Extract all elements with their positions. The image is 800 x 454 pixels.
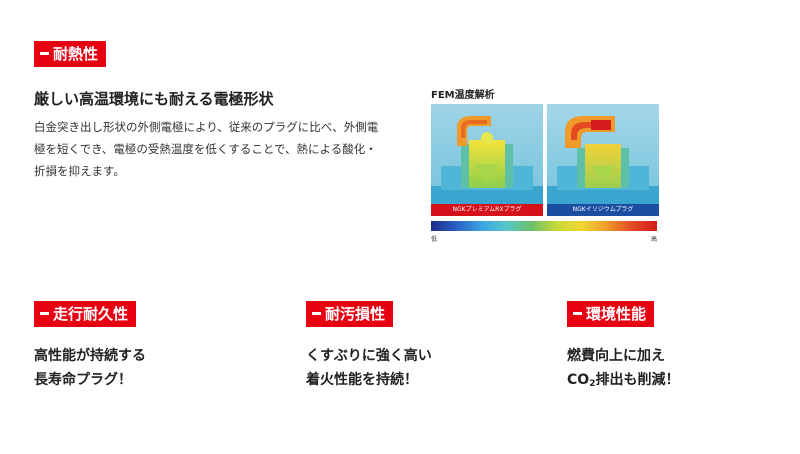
durability-badge-label: 走行耐久性 — [53, 305, 129, 323]
premium-rx-thermal-image — [431, 104, 543, 216]
iridium-thermal-image — [547, 104, 659, 216]
durability-line-1: 高性能が持続する — [34, 348, 146, 364]
heat-resistance-heading: 厳しい高温環境にも耐える電極形状 — [34, 90, 274, 108]
environmental-badge-label: 環境性能 — [586, 305, 647, 323]
fouling-resistance-line-1: くすぶりに強く高い — [306, 348, 432, 364]
fouling-resistance-line-2: 着火性能を持続！ — [306, 372, 418, 388]
fem-panel-iridium: NGKイリジウムプラグ — [547, 104, 659, 216]
environmental-text: 燃費向上に加え CO2排出も削減！ — [567, 344, 679, 396]
dash-icon — [40, 52, 49, 55]
fem-panel-iridium-label: NGKイリジウムプラグ — [547, 204, 659, 216]
fem-panel-premium-rx: NGKプレミアムRXプラグ — [431, 104, 543, 216]
fouling-resistance-badge-label: 耐汚損性 — [325, 305, 386, 323]
environmental-line-2: CO2排出も削減！ — [567, 368, 679, 396]
fouling-resistance-badge: 耐汚損性 — [306, 301, 394, 327]
fem-title: FEM温度解析 — [431, 90, 495, 101]
fouling-resistance-text: くすぶりに強く高い 着火性能を持続！ — [306, 344, 432, 392]
environmental-badge: 環境性能 — [567, 301, 655, 327]
fem-panel-premium-rx-label: NGKプレミアムRXプラグ — [431, 204, 543, 216]
dash-icon — [573, 312, 582, 315]
durability-badge: 走行耐久性 — [34, 301, 137, 327]
heat-resistance-badge-label: 耐熱性 — [53, 45, 99, 63]
heat-resistance-badge: 耐熱性 — [34, 41, 107, 67]
dash-icon — [40, 312, 49, 315]
environmental-line-2-suffix: 排出も削減！ — [595, 372, 680, 388]
heat-resistance-body: 白金突き出し形状の外側電極により、従来のプラグに比べ、外側電極を短くでき、電極の… — [34, 120, 379, 178]
environmental-line-1: 燃費向上に加え — [567, 348, 665, 364]
scale-low-label: 低 — [431, 236, 438, 243]
co2-subscript: 2 — [589, 379, 596, 389]
durability-line-2: 長寿命プラグ！ — [34, 372, 132, 388]
durability-text: 高性能が持続する 長寿命プラグ！ — [34, 344, 146, 392]
scale-high-label: 高 — [651, 236, 658, 243]
temperature-color-scale — [431, 221, 657, 231]
co2-prefix: CO — [567, 372, 590, 388]
dash-icon — [312, 312, 321, 315]
